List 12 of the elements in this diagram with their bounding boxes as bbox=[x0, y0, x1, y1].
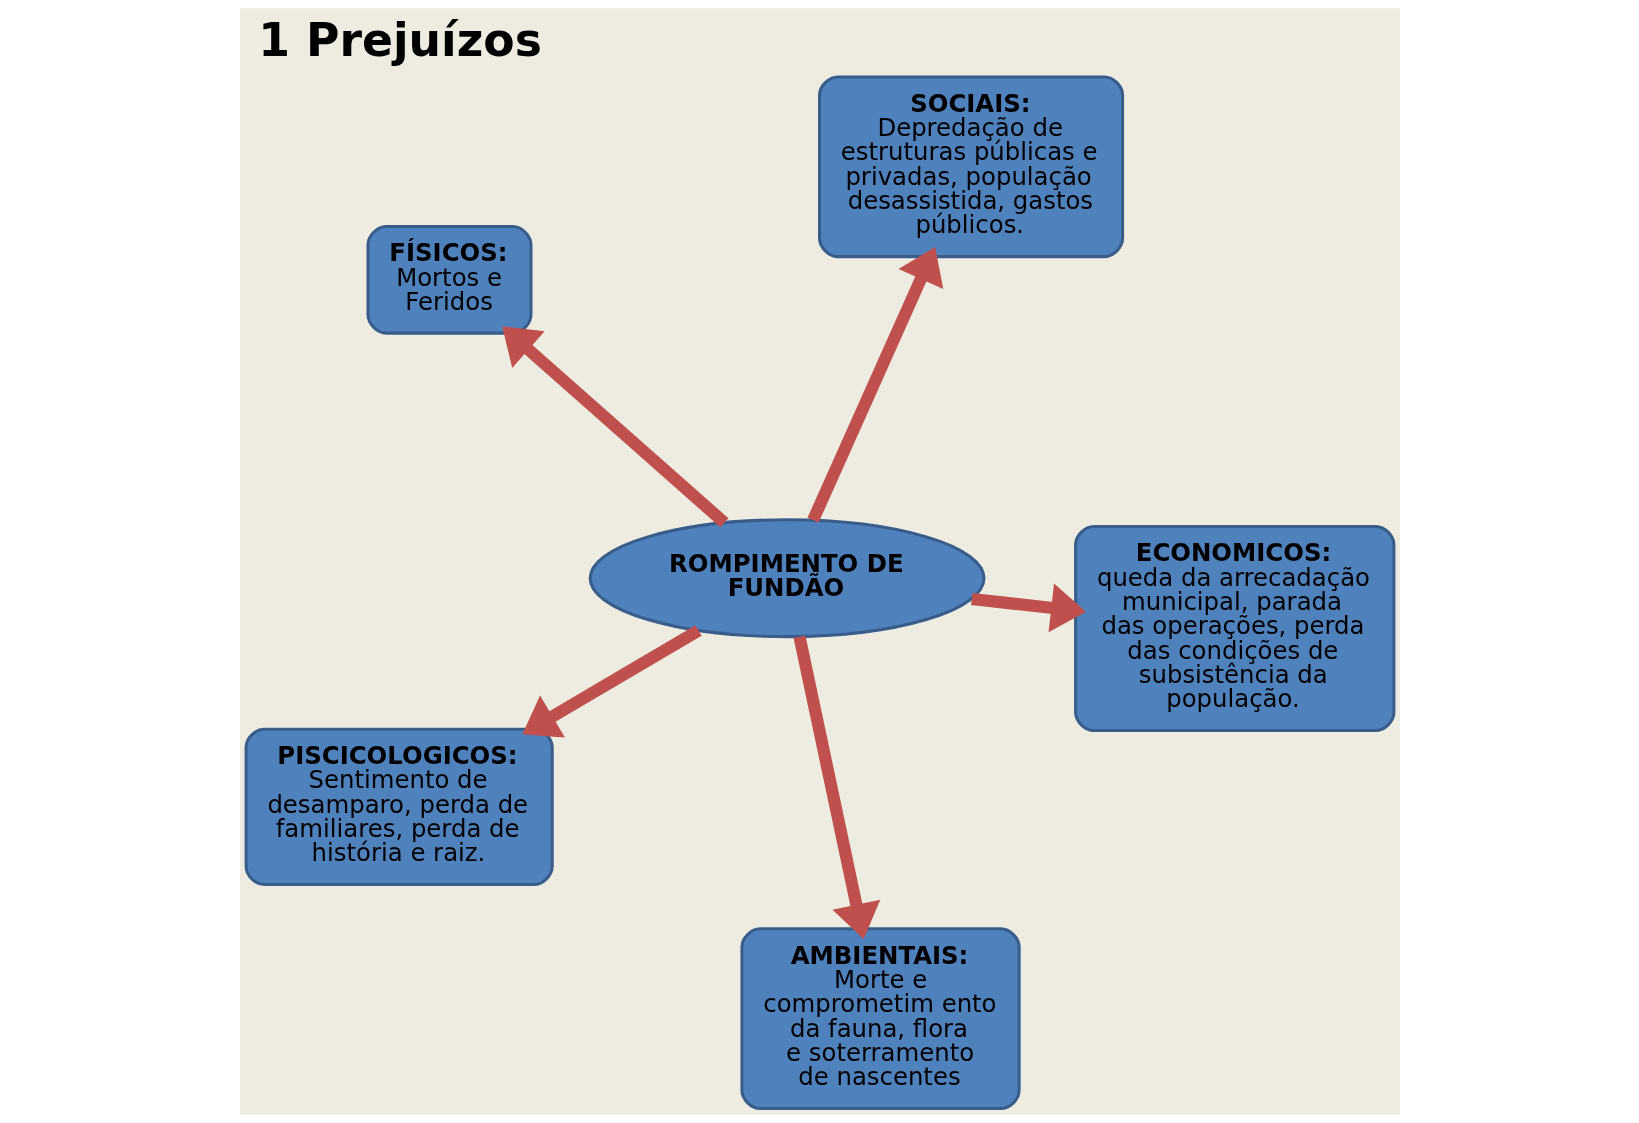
node-box: ECONOMICOS: queda da arrecadação municipal, parada das operações, perda das condições de subsistência da população. bbox=[1073, 524, 1395, 733]
diagram-title: 1 Prejuízos bbox=[257, 13, 542, 67]
node-box: FÍSICOS: Mortos e Feridos bbox=[366, 225, 532, 335]
arrow bbox=[807, 247, 943, 523]
arrow bbox=[521, 625, 702, 738]
node-box: PISCICOLOGICOS: Sentimento de desamparo, perda de familiares, perda de história e raiz. bbox=[244, 727, 554, 887]
arrow bbox=[793, 635, 880, 939]
arrow bbox=[501, 326, 728, 528]
arrow bbox=[970, 583, 1086, 633]
node-ellipse: ROMPIMENTO DE FUNDÃO bbox=[588, 518, 986, 639]
node-box: AMBIENTAIS: Morte e comprometim ento da fauna, flora e soterramento de nascentes bbox=[739, 927, 1021, 1111]
node-box: SOCIAIS: Depredação de estruturas públicas e privadas, população desassistida, gastos públicos. bbox=[817, 75, 1124, 259]
